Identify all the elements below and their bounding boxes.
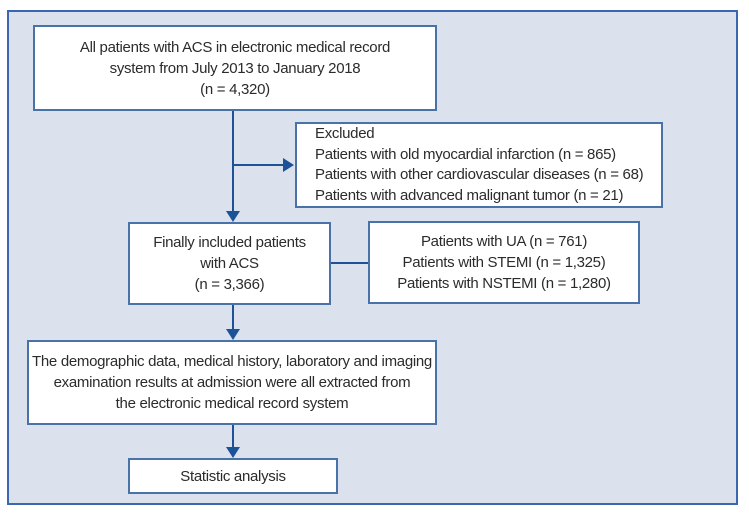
- box-line: Patients with old myocardial infarction …: [315, 145, 616, 163]
- box-line: Patients with STEMI (n = 1,325): [402, 254, 606, 271]
- box-line: Patients with UA (n = 761): [420, 233, 588, 250]
- box-line: Patients with NSTEMI (n = 1,280): [397, 275, 611, 292]
- box-line: examination results at admission were al…: [53, 374, 411, 391]
- box-data-extraction: The demographic data, medical history, l…: [27, 340, 437, 425]
- box-finally-included: Finally included patients with ACS (n = …: [128, 222, 331, 305]
- box-line: Patients with advanced malignant tumor (…: [315, 186, 624, 204]
- box-acs-subtypes: Patients with UA (n = 761) Patients with…: [368, 221, 640, 304]
- box-statistic-analysis: Statistic analysis: [128, 458, 338, 494]
- box-line: All patients with ACS in electronic medi…: [79, 38, 391, 56]
- box-line: The demographic data, medical history, l…: [32, 353, 432, 370]
- box-line: Excluded: [315, 125, 375, 142]
- box-line: Finally included patients: [153, 234, 306, 251]
- box-line: with ACS: [200, 255, 259, 272]
- box-line: the electronic medical record system: [115, 395, 349, 412]
- box-line: Patients with other cardiovascular disea…: [315, 166, 644, 183]
- box-line: (n = 4,320): [200, 80, 270, 98]
- box-line: (n = 3,366): [194, 276, 265, 293]
- box-excluded: Excluded Patients with old myocardial in…: [295, 122, 663, 208]
- box-line: Statistic analysis: [180, 467, 286, 485]
- box-all-patients: All patients with ACS in electronic medi…: [33, 25, 437, 111]
- box-line: system from July 2013 to January 2018: [109, 59, 361, 77]
